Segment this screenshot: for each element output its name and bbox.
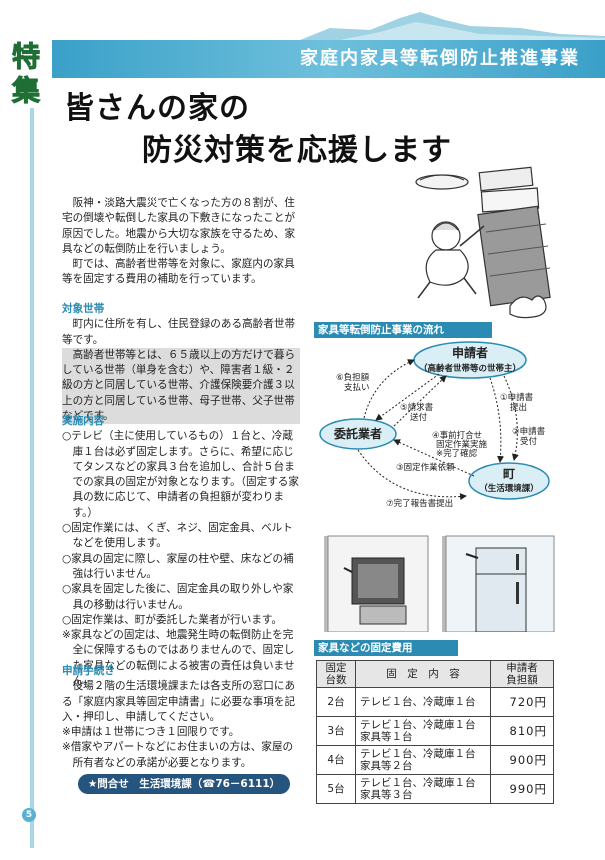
headline-line-2: 防災対策を応援します (142, 133, 452, 168)
intro-paragraph: 町では、高齢者世帯等を対象に、家庭内の家具等を固定する費用の補助を行っています。 (62, 258, 295, 286)
application-text: 役場２階の生活環境課または各支所の窓口にある「家庭内家具等固定申請書」に必要な事… (62, 680, 296, 723)
headline: 皆さんの家の 防災対策を応援します (64, 88, 452, 172)
application-note: ※申請は１世帯につき１回限りです。 (62, 726, 240, 739)
step5-label: 送付 (410, 412, 428, 423)
details-item: ※家具などの固定は、地震発生時の転倒防止を完全に保障するものではありませんので、… (62, 629, 295, 688)
intro-text: 阪神・淡路大震災で亡くなった方の８割が、住宅の倒壊や転倒した家具の下敷きになった… (62, 196, 300, 288)
application-heading: 申請手続き (62, 665, 115, 677)
table-row: 5台 テレビ１台、冷蔵庫１台家具等３台 990円 (316, 774, 554, 804)
amount-cell: 990円 (490, 774, 554, 804)
step2-label: ②申請書 (512, 426, 546, 437)
table-row: 2台 テレビ１台、冷蔵庫１台 720円 (316, 687, 554, 717)
content-cell: テレビ１台、冷蔵庫１台 (355, 687, 491, 717)
fees-title: 家具などの固定費用 (314, 640, 458, 656)
details-item: ○固定作業には、くぎ、ネジ、固定金具、ベルトなどを使用します。 (62, 522, 293, 550)
applicant-label: 申請者 (452, 345, 488, 360)
feature-tag: 特 集 (4, 40, 48, 108)
step6-label: ⑥負担額 (336, 372, 370, 383)
fixing-illustration (324, 535, 555, 632)
content-text: テレビ１台、冷蔵庫１台 (360, 719, 476, 731)
header-text: 固 定 内 容 (386, 668, 460, 680)
column-header: 固定台数 (316, 660, 356, 688)
column-header: 申請者負担額 (490, 660, 554, 688)
count-cell: 5台 (316, 774, 356, 804)
header-text: 負担額 (506, 674, 538, 686)
content-cell: テレビ１台、冷蔵庫１台家具等３台 (355, 774, 491, 804)
content-text: 家具等３台 (360, 789, 413, 801)
content-cell: テレビ１台、冷蔵庫１台家具等２台 (355, 745, 491, 775)
mountain-decoration (300, 12, 605, 40)
details-item: ○家具の固定に際し、家屋の柱や壁、床などの補強は行いません。 (62, 552, 294, 580)
contractor-label: 委託業者 (333, 426, 382, 441)
content-text: 家具等１台 (360, 731, 413, 743)
flow-title: 家具等転倒防止事業の流れ (314, 322, 492, 338)
header-text: 申請者 (506, 662, 538, 674)
step2-label: 受付 (520, 436, 538, 447)
fees-table: 固定台数 固 定 内 容 申請者負担額 2台 テレビ１台、冷蔵庫１台 720円 … (316, 660, 554, 804)
town-sub: （生活環境課） (479, 483, 539, 494)
sidebar-rule (30, 108, 34, 848)
count-cell: 4台 (316, 745, 356, 775)
contact-banner: ★問合せ 生活環境課（☎76－6111） (78, 774, 290, 794)
details-item: ○テレビ（主に使用しているもの）１台と、冷蔵庫１台は必ず固定します。さらに、希望… (62, 430, 299, 519)
step5-label: ⑤請求書 (400, 402, 434, 413)
step3-label: ③固定作業依頼 (396, 462, 455, 473)
step6-label: 支払い (344, 382, 370, 393)
application-note: ※借家やアパートなどにお住まいの方は、家屋の所有者などの承諾が必要となります。 (62, 741, 294, 769)
content-text: テレビ１台、冷蔵庫１台 (360, 777, 476, 789)
falling-furniture-illustration (415, 166, 551, 319)
headline-line-1: 皆さんの家の (64, 91, 250, 126)
target-heading: 対象世帯 (62, 303, 105, 315)
table-header-row: 固定台数 固 定 内 容 申請者負担額 (316, 660, 554, 688)
column-header: 固 定 内 容 (355, 660, 491, 688)
details-heading: 実施内容 (62, 415, 105, 427)
application-section: 申請手続き 役場２階の生活環境課または各支所の窓口にある「家庭内家具等固定申請書… (62, 658, 300, 771)
amount-cell: 900円 (490, 745, 554, 775)
header-text: 固定 (325, 662, 347, 674)
table-row: 3台 テレビ１台、冷蔵庫１台家具等１台 810円 (316, 716, 554, 746)
content-text: 家具等２台 (360, 760, 413, 772)
amount-cell: 810円 (490, 716, 554, 746)
target-section: 対象世帯 町内に住所を有し、住民登録のある高齢者世帯等です。 高齢者世帯等とは、… (62, 296, 300, 425)
target-highlight: 高齢者世帯等とは、６５歳以上の方だけで暮らしている世帯（単身を含む）や、障害者１… (62, 347, 300, 425)
count-cell: 2台 (316, 687, 356, 717)
details-item: ○家具を固定した後に、固定金具の取り外しや家具の移動は行いません。 (62, 583, 294, 611)
intro-paragraph: 阪神・淡路大震災で亡くなった方の８割が、住宅の倒壊や転倒した家具の下敷きになった… (62, 197, 296, 255)
town-node (468, 462, 550, 500)
header-text: 台数 (325, 674, 347, 686)
header-title: 家庭内家具等転倒防止推進事業 (300, 48, 580, 69)
flow-diagram: 申請者 （高齢者世帯等の世帯主） 委託業者 町 （生活環境課） ⑥負担額 支払い… (319, 341, 550, 509)
step1-label: ①申請書 (500, 392, 534, 403)
target-text: 町内に住所を有し、住民登録のある高齢者世帯等です。 (62, 318, 296, 346)
step4-label: 固定作業実施 (436, 439, 488, 450)
header-band (52, 40, 605, 78)
page-number: 5 (22, 808, 36, 822)
step4-label: ④事前打合せ (432, 430, 482, 441)
step4-label: ※完了確認 (436, 448, 478, 459)
amount-cell: 720円 (490, 687, 554, 717)
feature-tag-char: 特 (11, 40, 40, 74)
table-row: 4台 テレビ１台、冷蔵庫１台家具等２台 900円 (316, 745, 554, 775)
content-text: テレビ１台、冷蔵庫１台 (360, 696, 476, 708)
details-item: ○固定作業は、町が委託した業者が行います。 (62, 613, 283, 626)
town-label: 町 (503, 467, 515, 481)
details-section: 実施内容 ○テレビ（主に使用しているもの）１台と、冷蔵庫１台は必ず固定します。さ… (62, 408, 300, 689)
step7-label: ⑦完了報告書提出 (386, 498, 453, 509)
count-cell: 3台 (316, 716, 356, 746)
content-text: テレビ１台、冷蔵庫１台 (360, 748, 476, 760)
contractor-node (319, 418, 397, 450)
feature-tag-char: 集 (11, 74, 40, 108)
step1-label: 提出 (510, 402, 527, 413)
applicant-sub: （高齢者世帯等の世帯主） (419, 363, 521, 374)
content-cell: テレビ１台、冷蔵庫１台家具等１台 (355, 716, 491, 746)
